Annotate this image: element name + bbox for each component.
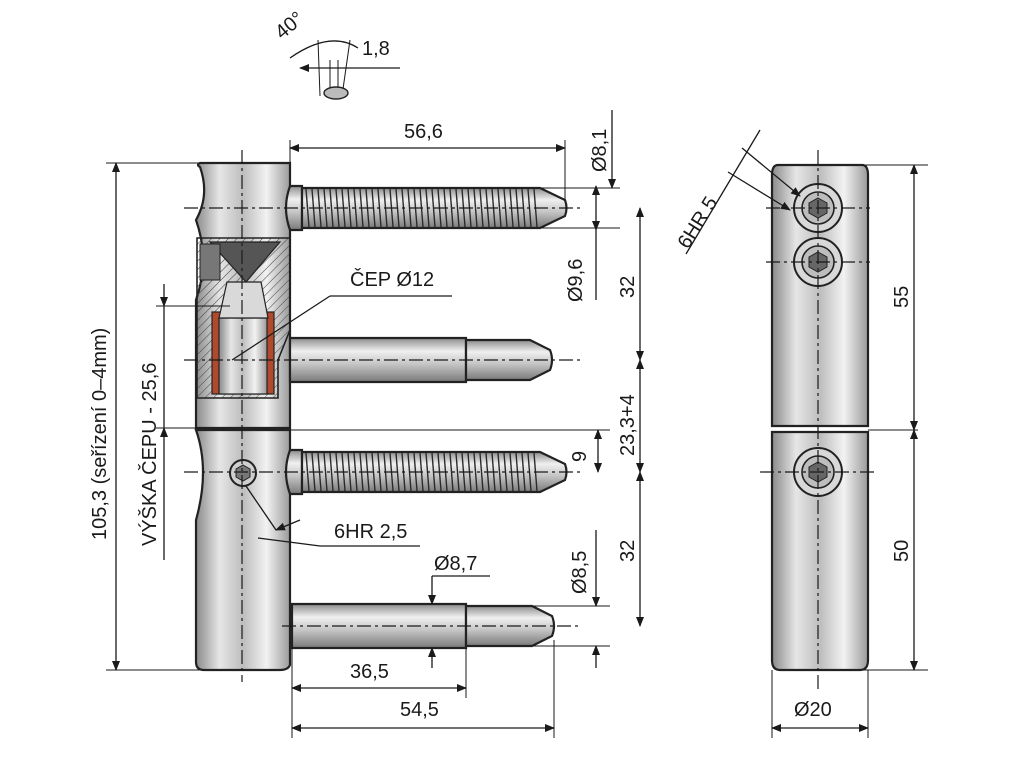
dim-8-1-label: Ø8,1 bbox=[589, 129, 611, 172]
thread-ridge bbox=[347, 452, 352, 492]
pin-label: ČEP Ø12 bbox=[350, 268, 434, 291]
hex-top-leader bbox=[685, 129, 761, 255]
dim-50-label: 50 bbox=[891, 540, 913, 562]
dim-36-5-label: 36,5 bbox=[350, 661, 389, 683]
angle-arc bbox=[289, 40, 359, 59]
pin-leader-line bbox=[231, 295, 331, 361]
thickness-label: 1,8 bbox=[362, 38, 390, 60]
thread-ridge bbox=[497, 188, 502, 228]
thread-ridge bbox=[521, 452, 526, 492]
dim-9-label: 9 bbox=[569, 451, 591, 462]
angle-detail: 40° 1,8 bbox=[271, 8, 400, 100]
thread-ridge bbox=[431, 452, 436, 492]
dim-9-6-label: Ø9,6 bbox=[565, 259, 587, 302]
dim-8-5-label: Ø8,5 bbox=[569, 551, 591, 594]
thread-ridge bbox=[449, 452, 454, 492]
thread-ridge bbox=[329, 188, 334, 228]
thread-ridge bbox=[521, 188, 526, 228]
dim-32-bottom-label: 32 bbox=[617, 540, 639, 562]
thread-ridge bbox=[449, 188, 454, 228]
side-upper-body bbox=[770, 163, 870, 428]
thread-ridge bbox=[329, 452, 334, 492]
dim-55-label: 55 bbox=[891, 286, 913, 308]
thread-ridge bbox=[353, 188, 358, 228]
dim-8-7-label: Ø8,7 bbox=[434, 553, 477, 575]
thread-ridge bbox=[455, 452, 460, 492]
thread-ridge bbox=[323, 452, 328, 492]
thread-ridge bbox=[371, 188, 376, 228]
thread-ridge bbox=[431, 188, 436, 228]
dimensions-front: 56,6 Ø8,1 Ø9,6 32 23,3+4 9 32 Ø8,5 Ø8,7 bbox=[89, 110, 644, 738]
dim-20-label: Ø20 bbox=[794, 699, 832, 721]
dim-56-6-label: 56,6 bbox=[404, 121, 443, 143]
pin-core bbox=[218, 317, 268, 395]
dim-25-6-label: VÝŠKA ČEPU - 25,6 bbox=[138, 363, 161, 546]
hex-top-label: 6HR 5 bbox=[674, 193, 723, 253]
dim-54-5-label: 54,5 bbox=[400, 699, 439, 721]
thread-ridge bbox=[479, 188, 484, 228]
angle-label: 40° bbox=[271, 8, 308, 44]
thread-ridge bbox=[455, 188, 460, 228]
thread-ridge bbox=[323, 188, 328, 228]
hex-socket-section bbox=[208, 241, 282, 283]
hex-small-label: 6HR 2,5 bbox=[334, 521, 407, 543]
screw-tip-icon bbox=[323, 86, 349, 100]
dim-32-top-label: 32 bbox=[617, 276, 639, 298]
thread-ridge bbox=[479, 452, 484, 492]
hex-small-leader bbox=[245, 485, 277, 531]
hinge-side-view bbox=[760, 150, 876, 690]
thread-ridge bbox=[497, 452, 502, 492]
thread-ridge bbox=[305, 452, 310, 492]
thread-ridge bbox=[353, 452, 358, 492]
pin-head bbox=[218, 281, 269, 319]
thread-ridge bbox=[473, 188, 478, 228]
thread-ridge bbox=[371, 452, 376, 492]
thread-ridge bbox=[503, 188, 508, 228]
hex-socket-small-icon bbox=[235, 464, 251, 482]
thread-ridge bbox=[503, 452, 508, 492]
thread-ridge bbox=[305, 188, 310, 228]
thread-ridge bbox=[473, 452, 478, 492]
thread-ridge bbox=[347, 188, 352, 228]
adjust-screw bbox=[199, 243, 221, 281]
hinge-front-view bbox=[184, 150, 580, 682]
dim-105-3-label: 105,3 (seřízení 0–4mm) bbox=[89, 328, 111, 540]
dim-23-3-label: 23,3+4 bbox=[617, 394, 639, 456]
